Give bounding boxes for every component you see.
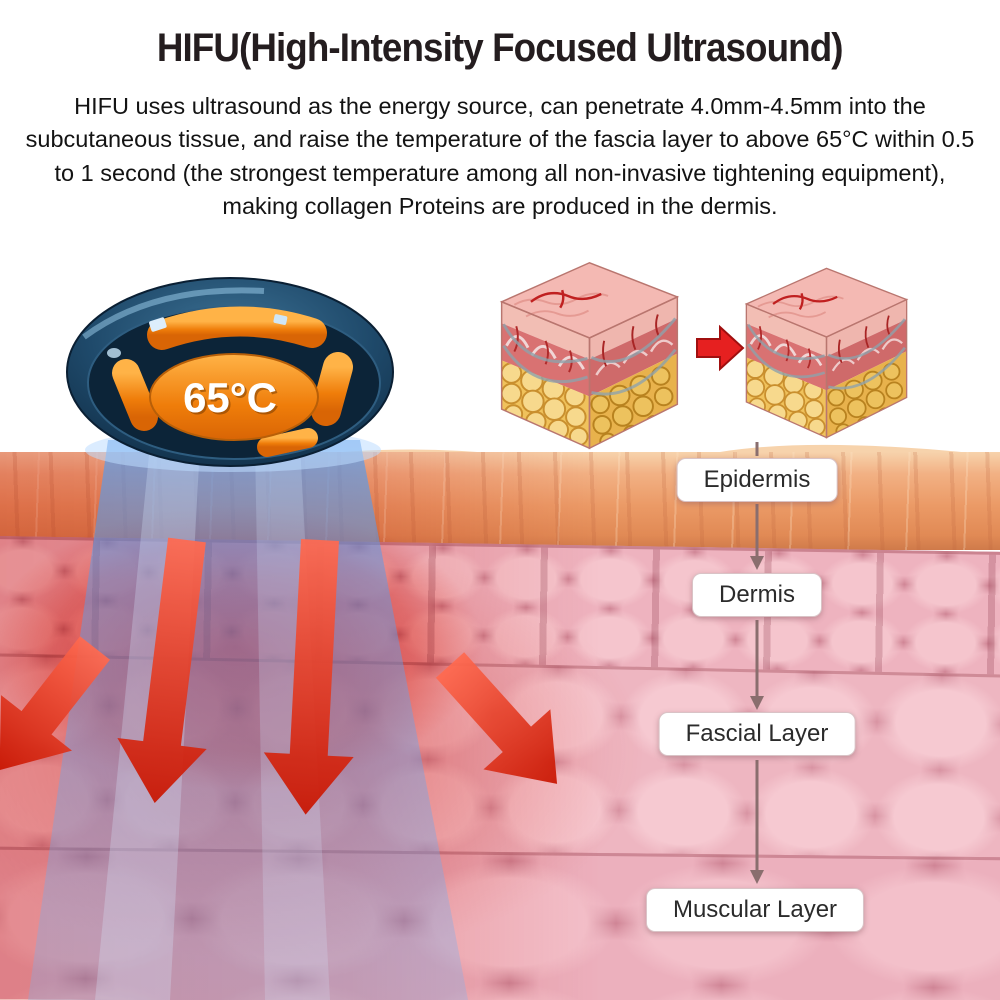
skin-cube-after bbox=[733, 255, 920, 451]
label-muscular-layer: Muscular Layer bbox=[645, 888, 865, 932]
label-dermis-text: Dermis bbox=[719, 581, 795, 608]
hifu-device-icon: 65°C 65°C bbox=[66, 277, 394, 467]
device-temperature-label: 65°C bbox=[183, 374, 277, 421]
label-fascial-layer-text: Fascial Layer bbox=[685, 720, 829, 747]
device-temperature-shadow: 65°C bbox=[185, 376, 279, 423]
skin-cube-before bbox=[487, 248, 692, 463]
page-title: HIFU(High-Intensity Focused Ultrasound) bbox=[157, 26, 844, 70]
label-dermis: Dermis bbox=[692, 573, 822, 617]
hifu-device: 65°C 65°C bbox=[62, 275, 397, 475]
description-text: HIFU uses ultrasound as the energy sourc… bbox=[25, 93, 975, 220]
label-epidermis-text: Epidermis bbox=[703, 466, 811, 493]
label-fascial-layer: Fascial Layer bbox=[658, 712, 856, 756]
label-epidermis: Epidermis bbox=[676, 458, 838, 502]
label-muscular-layer-text: Muscular Layer bbox=[672, 896, 838, 923]
before-after-arrow-icon bbox=[696, 324, 745, 372]
